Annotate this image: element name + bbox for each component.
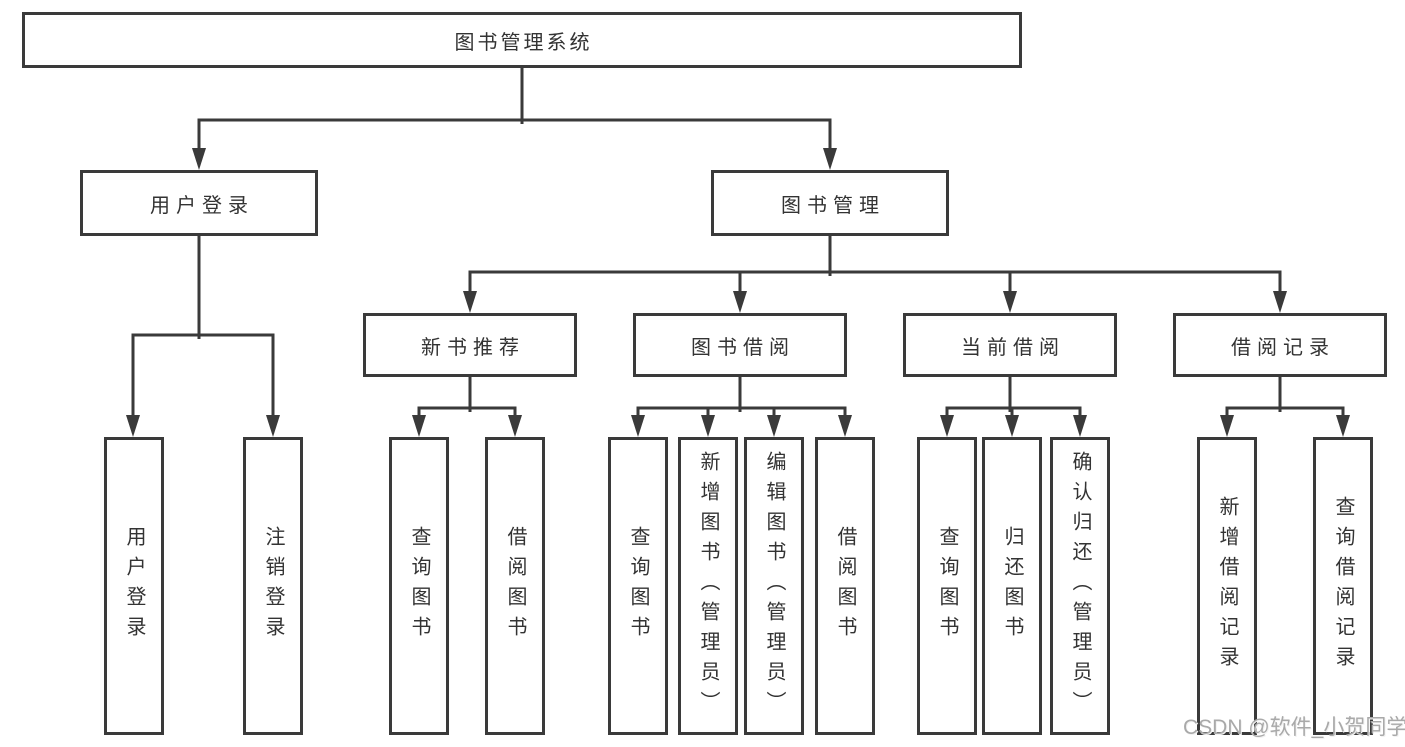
- node-current-borrow: 当前借阅: [903, 313, 1117, 377]
- node-borrow-records: 借阅记录: [1173, 313, 1387, 377]
- node-label: 用户登录: [150, 194, 254, 217]
- node-label: 借阅图书: [834, 526, 856, 646]
- node-label: 查询图书: [627, 526, 649, 646]
- leaf-confirm-return-admin: 确认归还（管理员）: [1050, 437, 1110, 735]
- leaf-edit-books-admin: 编辑图书（管理员）: [744, 437, 804, 735]
- node-label: 查询图书: [408, 526, 430, 646]
- node-label: 注销登录: [262, 526, 284, 646]
- leaf-return-books: 归还图书: [982, 437, 1042, 735]
- leaf-query-books-borrow: 查询图书: [608, 437, 668, 735]
- leaf-borrow-books: 借阅图书: [815, 437, 875, 735]
- leaf-query-books-recommend: 查询图书: [389, 437, 449, 735]
- leaf-logout: 注销登录: [243, 437, 303, 735]
- node-label: 新增图书（管理员）: [697, 451, 719, 721]
- leaf-query-borrow-record: 查询借阅记录: [1313, 437, 1373, 735]
- node-root: 图书管理系统: [22, 12, 1022, 68]
- node-user-login: 用户登录: [80, 170, 318, 236]
- node-label: 借阅记录: [1231, 336, 1335, 359]
- watermark-text: CSDN @软件_小贺同学: [1183, 716, 1405, 739]
- node-label: 用户登录: [123, 526, 145, 646]
- leaf-add-books-admin: 新增图书（管理员）: [678, 437, 738, 735]
- leaf-query-books-current: 查询图书: [917, 437, 977, 735]
- node-label: 归还图书: [1001, 526, 1023, 646]
- node-label: 编辑图书（管理员）: [763, 451, 785, 721]
- node-label: 新书推荐: [421, 336, 525, 359]
- node-book-management: 图书管理: [711, 170, 949, 236]
- node-label: 借阅图书: [504, 526, 526, 646]
- node-label: 查询借阅记录: [1332, 496, 1354, 676]
- leaf-add-borrow-record: 新增借阅记录: [1197, 437, 1257, 735]
- leaf-user-login: 用户登录: [104, 437, 164, 735]
- node-label: 新增借阅记录: [1216, 496, 1238, 676]
- node-label: 当前借阅: [961, 336, 1065, 359]
- node-label: 图书借阅: [691, 336, 795, 359]
- node-new-book-recommend: 新书推荐: [363, 313, 577, 377]
- node-label: 图书管理: [781, 194, 885, 217]
- node-label: 图书管理系统: [454, 31, 593, 54]
- node-label: 查询图书: [936, 526, 958, 646]
- node-book-borrow: 图书借阅: [633, 313, 847, 377]
- leaf-borrow-books-recommend: 借阅图书: [485, 437, 545, 735]
- node-label: 确认归还（管理员）: [1069, 451, 1091, 721]
